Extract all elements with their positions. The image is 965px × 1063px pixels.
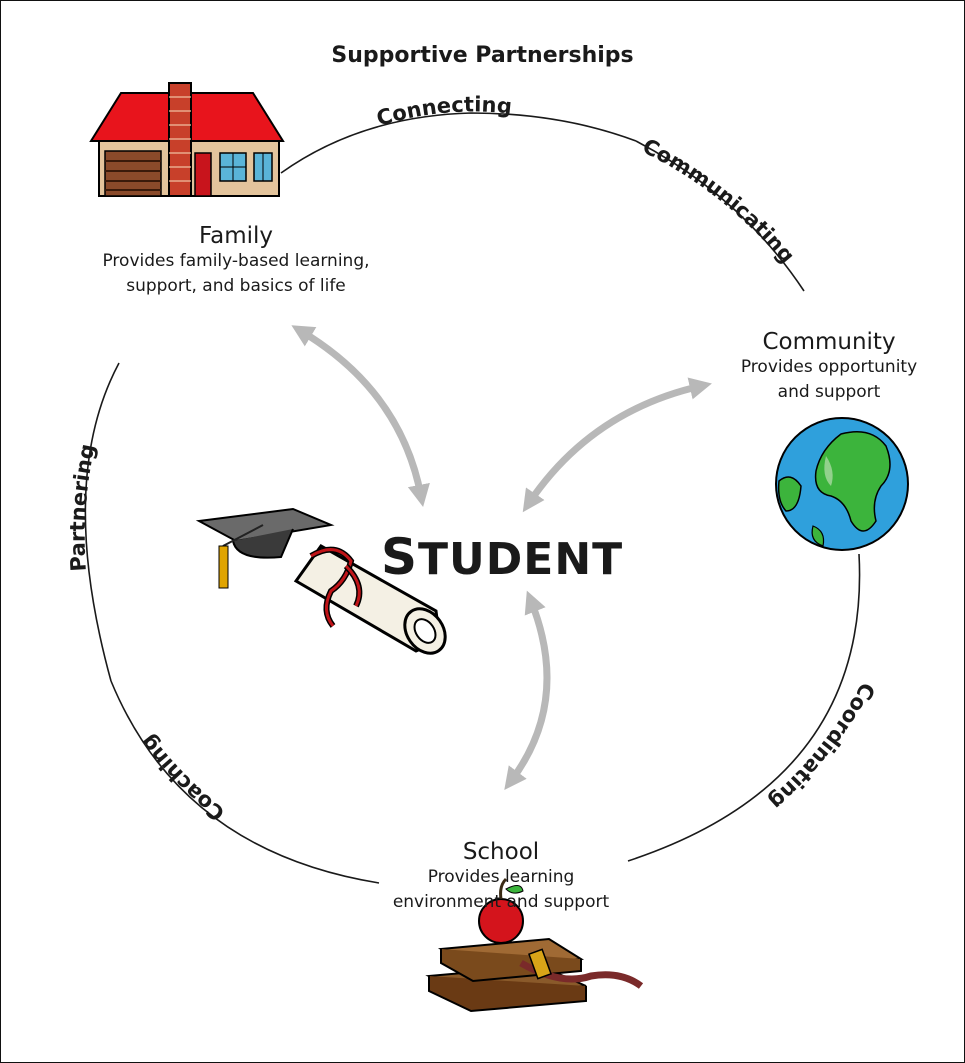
student-label-initial: S: [381, 528, 419, 586]
diagram-title: Supportive Partnerships: [331, 43, 634, 68]
node-community-name: Community: [762, 329, 896, 355]
student-label: STUDENT: [381, 528, 622, 586]
node-community: Community Provides opportunity and suppo…: [713, 329, 945, 405]
node-family: Family Provides family-based learning, s…: [91, 223, 381, 299]
apple-books-icon: [425, 877, 644, 1013]
node-family-desc-line1: Provides family-based learning,: [102, 251, 370, 271]
node-school-desc-line2: environment and support: [392, 892, 610, 912]
arc-coordinating: [627, 553, 861, 862]
node-school: School Provides learning environment and…: [376, 839, 626, 915]
arc-partnering: [84, 362, 120, 682]
node-community-desc-line2: and support: [777, 382, 881, 402]
arc-label-communicating: Communicating: [639, 134, 800, 268]
node-school-name: School: [462, 839, 540, 865]
globe-icon: [775, 417, 909, 551]
arc-label-connecting: Connecting: [374, 92, 513, 130]
arc-connecting: [280, 112, 637, 174]
node-family-name: Family: [198, 223, 273, 249]
arc-communicating: [635, 140, 805, 292]
arrow-community-student: [522, 377, 712, 513]
student-label-rest: TUDENT: [418, 534, 624, 585]
node-community-desc-line1: Provides opportunity: [740, 357, 918, 377]
house-icon: [89, 82, 285, 197]
arrow-family-student: [291, 325, 430, 508]
arc-coaching: [110, 680, 380, 884]
node-family-desc-line2: support, and basics of life: [126, 276, 346, 296]
arrow-school-student: [504, 590, 551, 790]
partnership-circle: [84, 112, 861, 884]
arc-label-coordinating: Coordinating: [765, 679, 880, 815]
arc-label-coaching: Coaching: [135, 730, 229, 825]
arc-label-partnering: Partnering: [66, 442, 100, 572]
node-school-desc-line1: Provides learning: [427, 867, 575, 887]
graduation-cap-diploma-icon: [195, 507, 447, 655]
